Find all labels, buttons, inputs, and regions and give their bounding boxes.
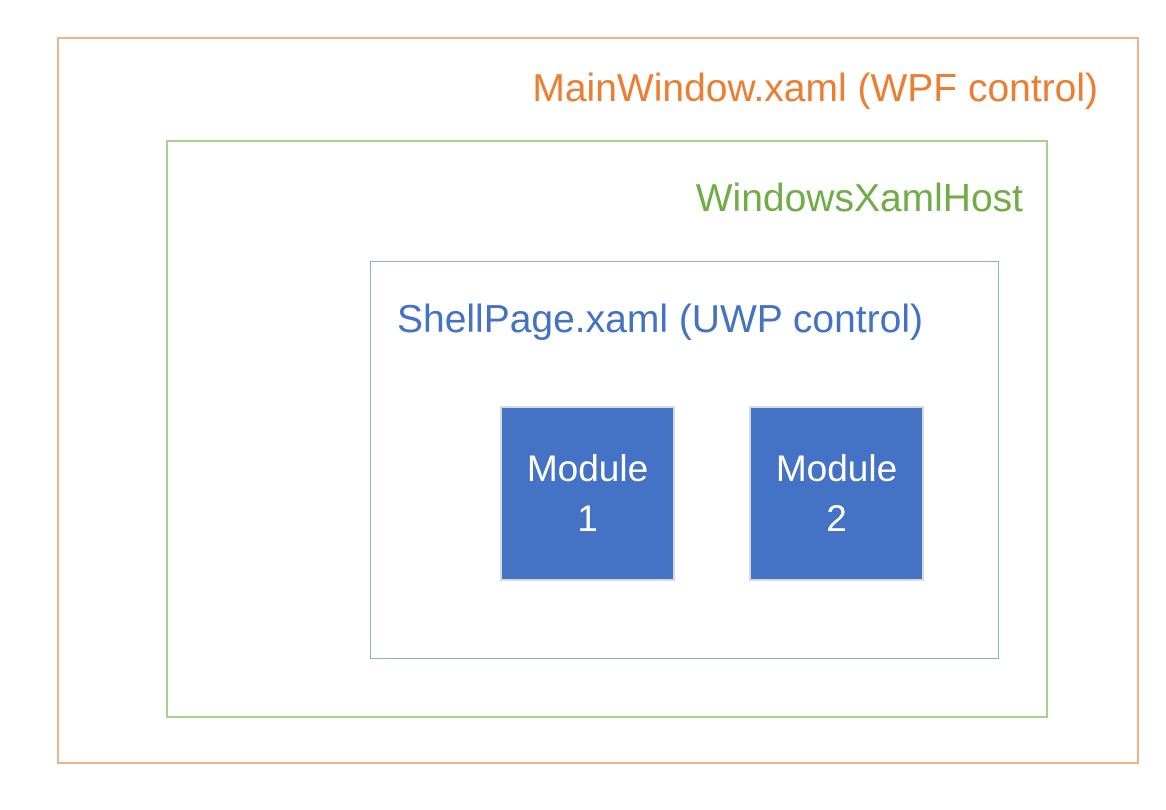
module-1-label-line1: Module bbox=[526, 447, 649, 489]
mainwindow-label: MainWindow.xaml (WPF control) bbox=[532, 67, 1098, 110]
windows-xaml-host-box bbox=[166, 140, 1048, 718]
module-1-box: Module 1 bbox=[500, 406, 675, 581]
shellpage-uwp-box bbox=[370, 261, 999, 659]
windows-xaml-host-label: WindowsXamlHost bbox=[695, 177, 1023, 220]
module-2-label-line1: Module bbox=[775, 447, 898, 489]
module-1-label-line2: 1 bbox=[577, 497, 598, 539]
shellpage-label: ShellPage.xaml (UWP control) bbox=[397, 298, 923, 341]
module-2-box: Module 2 bbox=[749, 406, 924, 581]
module-2-label-line2: 2 bbox=[826, 497, 847, 539]
mainwindow-wpf-box bbox=[57, 37, 1139, 764]
